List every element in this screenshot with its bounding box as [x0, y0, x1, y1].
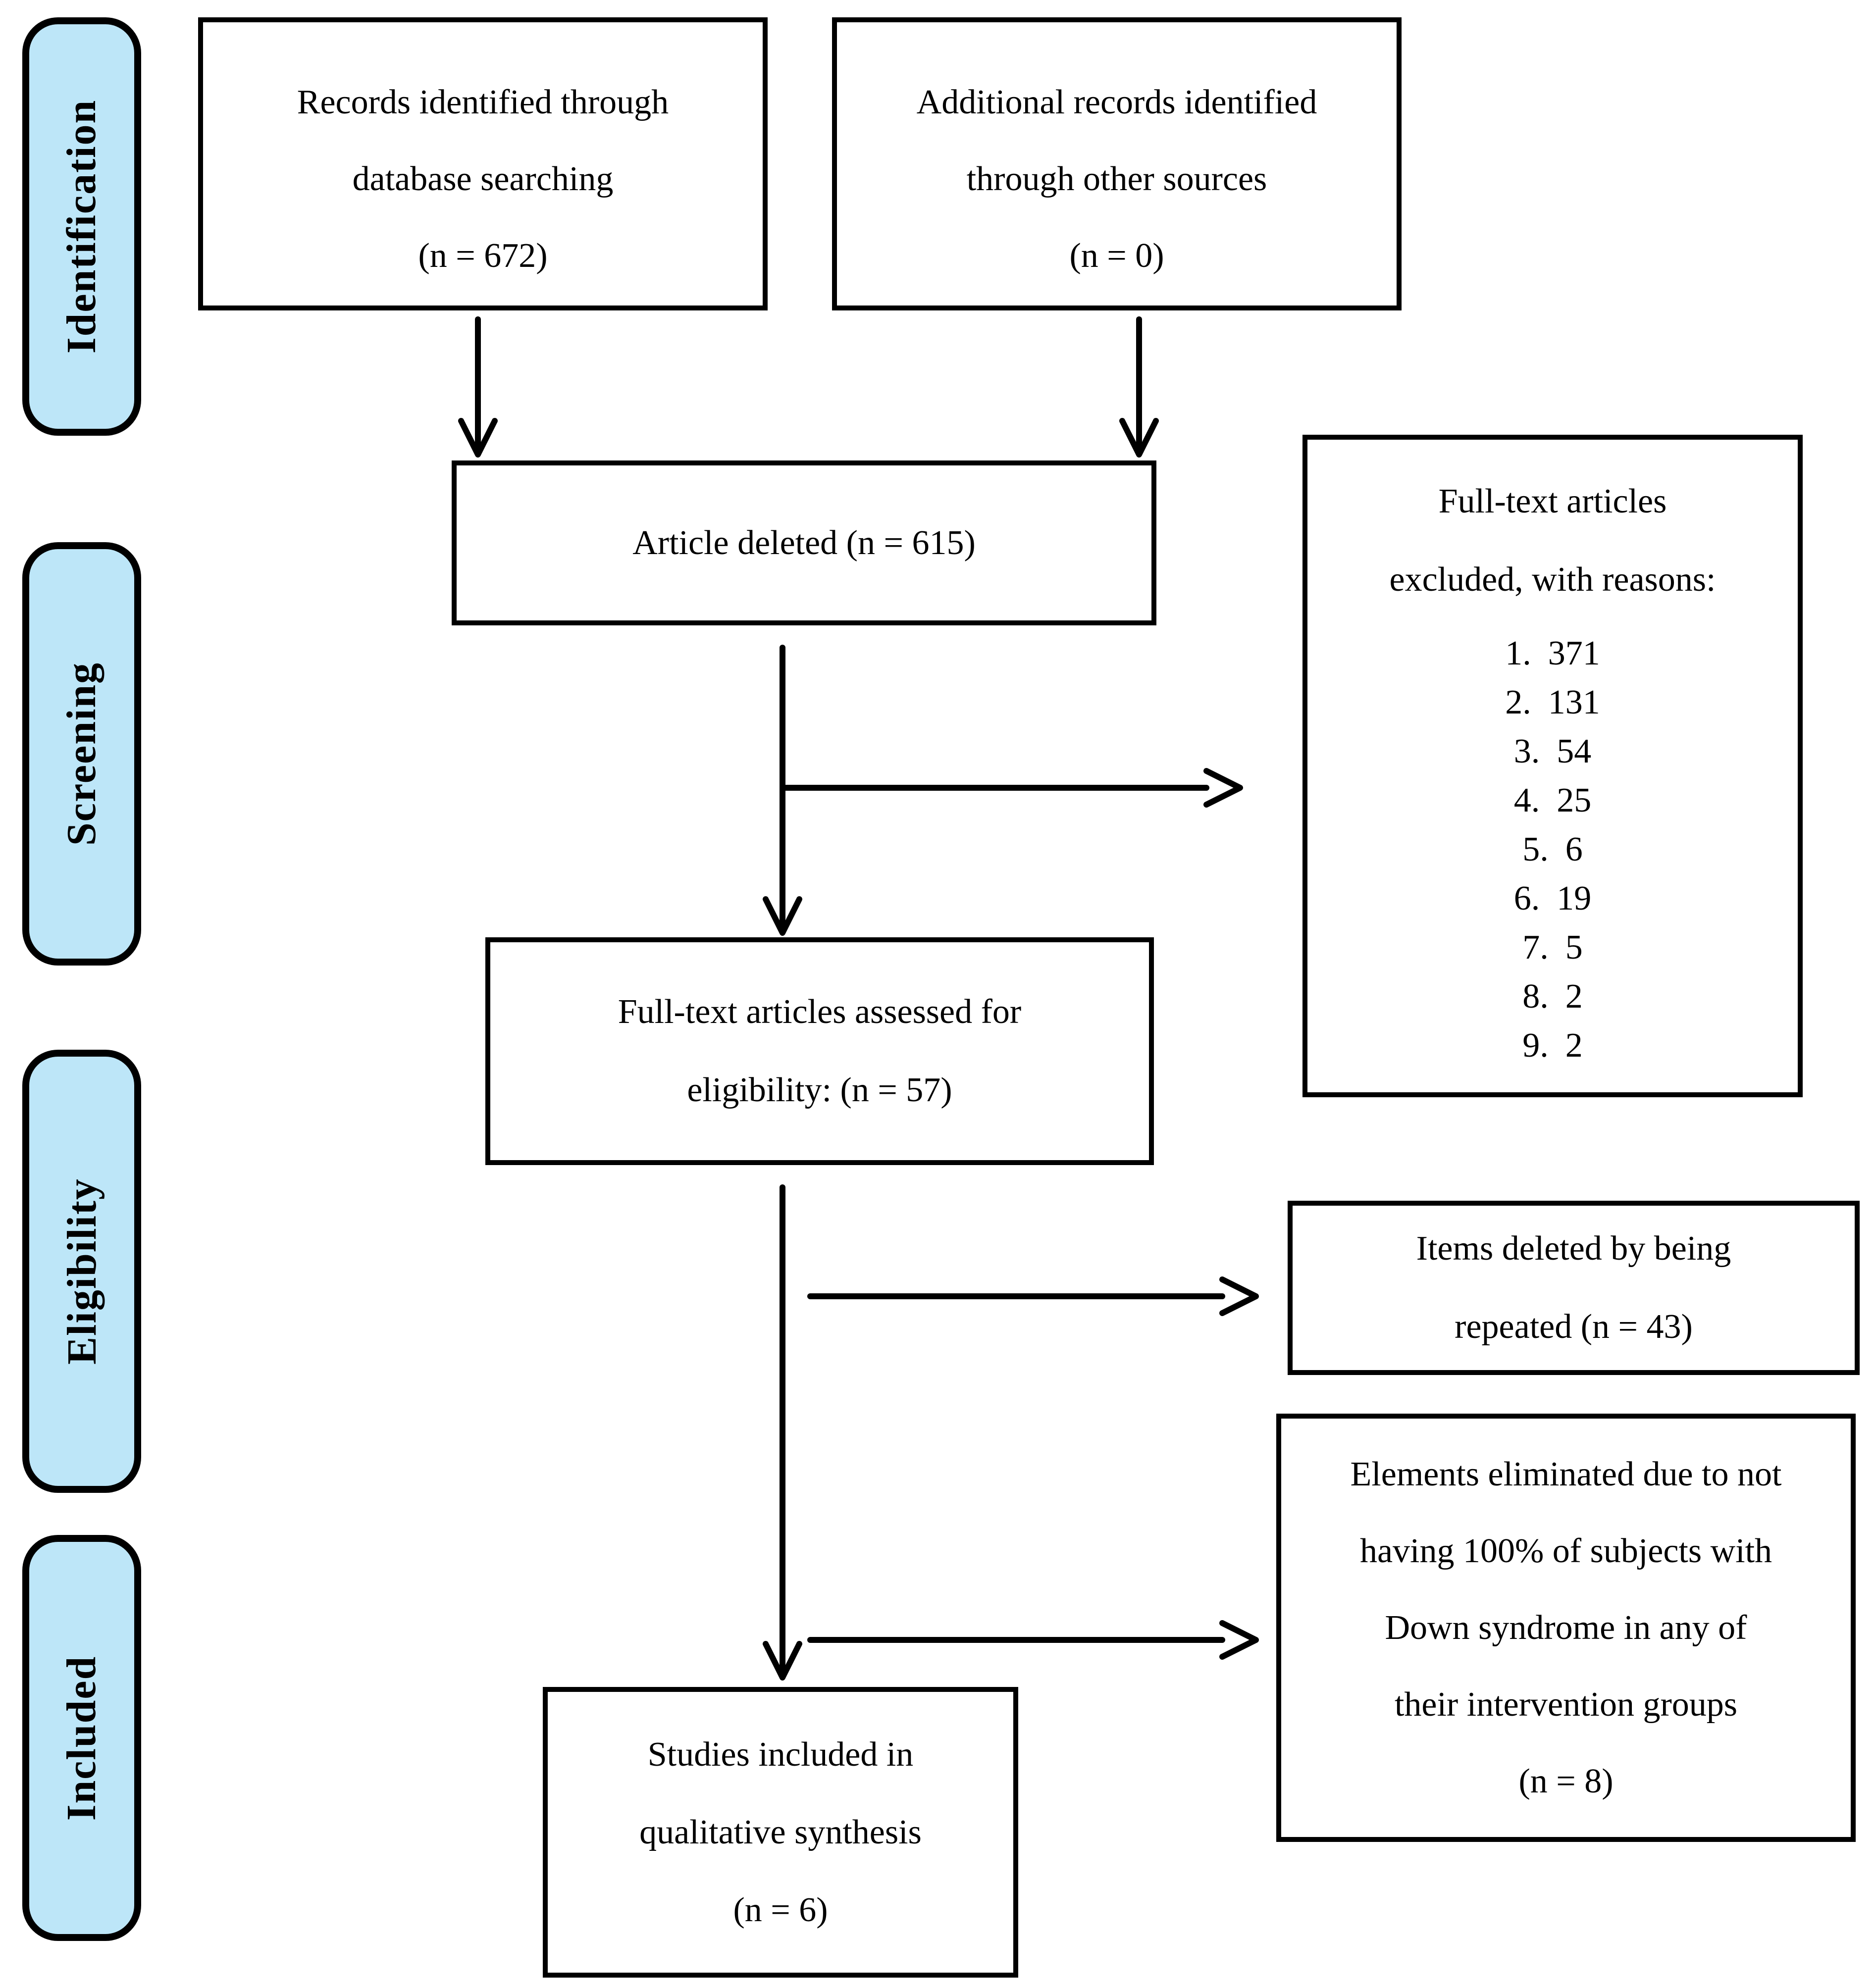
- box-elements-eliminated: Elements eliminated due to not having 10…: [1276, 1414, 1856, 1842]
- box-article-deleted: Article deleted (n = 615): [452, 460, 1156, 625]
- reason-row: 1. 371: [1505, 629, 1600, 678]
- box-repeated-count: repeated (n = 43): [1455, 1308, 1693, 1346]
- reason-row: 7.5: [1505, 923, 1600, 972]
- box-included-line: qualitative synthesis: [639, 1813, 922, 1851]
- box-included-line: Studies included in: [647, 1735, 914, 1774]
- box-additional-line: Additional records identified: [916, 83, 1317, 121]
- box-studies-included: Studies included in qualitative synthesi…: [543, 1687, 1018, 1978]
- reason-count: 2: [1565, 1026, 1583, 1065]
- box-assessed-line: Full-text articles assessed for: [618, 993, 1022, 1031]
- box-eliminated-count: (n = 8): [1518, 1762, 1614, 1800]
- box-assessed-count: eligibility: (n = 57): [687, 1071, 952, 1109]
- reason-count: 19: [1557, 879, 1592, 918]
- excluded-reasons-list: 1.371 2.131 3.54 4.25 5.6 6.19 7.5 8.2 9…: [1505, 629, 1600, 1070]
- box-fulltext-excluded: Full-text articles excluded, with reason…: [1302, 435, 1803, 1097]
- arrow-branch-to-excluded: [780, 768, 1243, 808]
- box-additional-records: Additional records identified through ot…: [832, 17, 1402, 310]
- reason-count: 2: [1565, 977, 1583, 1016]
- reason-row: 6.19: [1505, 874, 1600, 923]
- box-assessed-eligibility: Full-text articles assessed for eligibil…: [485, 937, 1154, 1165]
- box-eliminated-line: Down syndrome in any of: [1385, 1609, 1747, 1647]
- reason-row: 5.6: [1505, 825, 1600, 874]
- reason-row: 3.54: [1505, 727, 1600, 776]
- reason-number: 7.: [1522, 928, 1549, 967]
- reason-number: 5.: [1522, 830, 1549, 868]
- arrow-branch-to-repeated: [807, 1276, 1259, 1316]
- stage-eligibility-label: Eligibility: [58, 1178, 105, 1365]
- box-article-deleted-line: Article deleted (n = 615): [632, 524, 976, 562]
- arrow-additional-to-deleted: [1119, 316, 1159, 458]
- excluded-reasons-header: Full-text articles excluded, with reason…: [1390, 462, 1716, 619]
- stage-identification: Identification: [22, 17, 141, 436]
- box-eliminated-line: having 100% of subjects with: [1359, 1532, 1772, 1570]
- arrow-deleted-to-assessed: [763, 645, 802, 936]
- box-additional-count: (n = 0): [1069, 236, 1164, 275]
- box-records-line: Records identified through: [297, 83, 669, 121]
- stage-screening-label: Screening: [58, 662, 105, 846]
- reason-number: 9.: [1522, 1026, 1549, 1065]
- reason-number: 2.: [1505, 683, 1531, 721]
- arrow-assessed-to-included: [763, 1184, 802, 1681]
- box-included-count: (n = 6): [733, 1891, 828, 1929]
- stage-screening: Screening: [22, 542, 141, 966]
- box-repeated-line: Items deleted by being: [1416, 1229, 1731, 1268]
- reason-count: 54: [1557, 732, 1592, 770]
- reason-row: 2. 131: [1505, 678, 1600, 727]
- box-additional-line: through other sources: [966, 159, 1267, 198]
- reason-count: 371: [1548, 634, 1600, 672]
- reason-number: 4.: [1513, 781, 1540, 819]
- excluded-header-line: Full-text articles: [1438, 482, 1667, 520]
- reason-row: 9.2: [1505, 1021, 1600, 1070]
- reason-number: 1.: [1505, 634, 1531, 672]
- arrow-records-to-deleted: [458, 316, 498, 458]
- reason-row: 8.2: [1505, 972, 1600, 1021]
- stage-included: Included: [22, 1535, 141, 1941]
- reason-number: 8.: [1522, 977, 1549, 1016]
- reason-count: 131: [1548, 683, 1600, 721]
- box-records-count: (n = 672): [418, 236, 548, 275]
- reason-number: 3.: [1513, 732, 1540, 770]
- stage-identification-label: Identification: [58, 99, 105, 354]
- arrow-branch-to-eliminated: [807, 1620, 1259, 1660]
- stage-eligibility: Eligibility: [22, 1050, 141, 1493]
- stage-included-label: Included: [58, 1655, 105, 1821]
- reason-count: 6: [1565, 830, 1583, 868]
- box-items-repeated: Items deleted by being repeated (n = 43): [1288, 1201, 1860, 1375]
- reason-number: 6.: [1513, 879, 1540, 918]
- excluded-header-line: excluded, with reasons:: [1389, 560, 1716, 599]
- reason-count: 25: [1557, 781, 1592, 819]
- box-records-line: database searching: [352, 159, 614, 198]
- reason-row: 4.25: [1505, 776, 1600, 825]
- box-records-identified: Records identified through database sear…: [198, 17, 768, 310]
- box-eliminated-line: Elements eliminated due to not: [1350, 1455, 1782, 1493]
- reason-count: 5: [1565, 928, 1583, 967]
- box-eliminated-line: their intervention groups: [1394, 1685, 1738, 1724]
